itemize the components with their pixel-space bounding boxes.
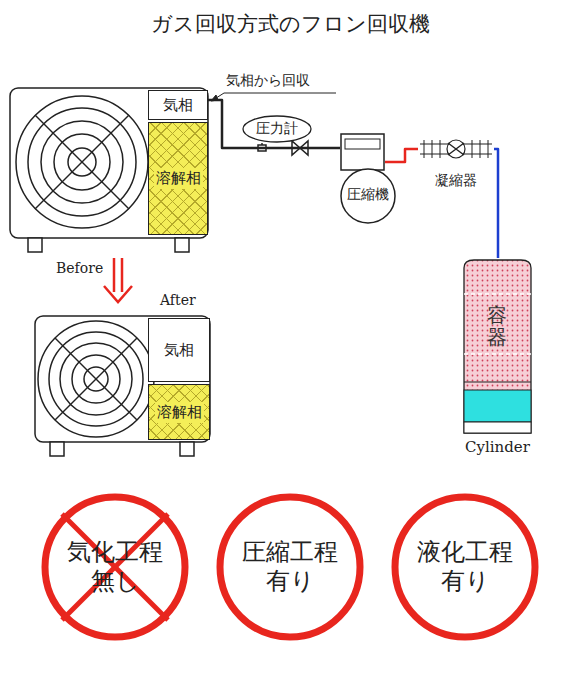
node-text: Cylinder (450, 438, 545, 456)
circ-node: 液化工程 有り (390, 492, 540, 642)
annotation-label: 気相から回収 (226, 72, 310, 90)
node-text: 気化工程 無し (63, 538, 166, 596)
annotation-label: Before (56, 260, 103, 276)
box-node: 気相 (148, 90, 208, 120)
box-node: 気相 (148, 318, 210, 382)
comp-node: 圧縮機 (340, 122, 398, 225)
cylinder-symbol (460, 258, 535, 463)
pipe-connector (494, 149, 498, 258)
pipe-line (208, 100, 340, 148)
compressor-symbol (340, 122, 398, 225)
node-text: 溶解相 (155, 402, 204, 423)
leader-line (211, 93, 336, 101)
pipe-connector (385, 149, 418, 162)
node-text: 気相 (164, 341, 194, 360)
node-text: 圧力計 (256, 120, 298, 138)
node-text: 溶解相 (154, 168, 203, 189)
hatch-node: 溶解相 (148, 122, 208, 235)
annotation-label: After (160, 292, 196, 308)
pipe-connector (208, 100, 340, 148)
pipe-line (494, 149, 498, 258)
cyl-node: 容器Cylinder (460, 258, 535, 463)
cond-node: 凝縮器 (418, 136, 494, 198)
node-text: 容器 (487, 304, 507, 348)
node-text: 圧縮工程 有り (238, 538, 341, 596)
circ-node: 圧縮工程 有り (215, 492, 365, 642)
hatch-node: 溶解相 (148, 384, 210, 440)
node-text: 液化工程 有り (413, 538, 516, 596)
circ-node: 気化工程 無し (40, 492, 190, 642)
node-text: 凝縮器 (418, 172, 494, 190)
title: ガス回収方式のフロン回収機 (0, 10, 580, 38)
transition-arrow (104, 258, 132, 302)
condenser-symbol (418, 136, 494, 198)
pipe-line (385, 149, 418, 162)
node-text: 気相 (163, 96, 193, 115)
ellipse-node: 圧力計 (242, 115, 312, 143)
node-text: 圧縮機 (340, 186, 396, 204)
ac-unit-before (10, 88, 208, 252)
ac-unit-after (35, 316, 210, 456)
